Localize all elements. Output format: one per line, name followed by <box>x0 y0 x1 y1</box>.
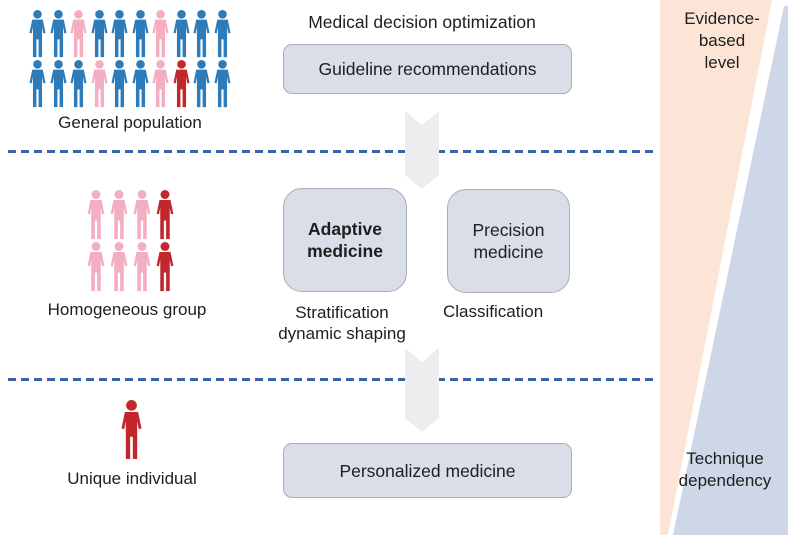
person-icon <box>131 60 149 108</box>
personalized-medicine-box: Personalized medicine <box>283 443 572 498</box>
people-row <box>86 242 175 292</box>
stratification-caption: Stratification dynamic shaping <box>278 303 406 343</box>
down-arrow-icon <box>405 111 439 189</box>
person-icon <box>111 60 128 108</box>
person-icon <box>90 10 108 58</box>
person-icon <box>110 190 128 240</box>
people-row <box>28 10 232 58</box>
unique-individual-label: Unique individual <box>67 469 197 488</box>
person-icon <box>156 190 174 240</box>
sidebar-wedges <box>660 0 788 535</box>
person-icon <box>29 10 46 58</box>
evidence-based-level-label: Evidence- based level <box>684 9 760 72</box>
person-icon <box>90 60 108 108</box>
person-icon <box>87 242 105 292</box>
technique-wedge <box>673 6 788 535</box>
people-row <box>120 400 143 460</box>
person-icon <box>49 60 67 108</box>
person-icon <box>133 190 151 240</box>
person-icon <box>49 10 67 58</box>
person-icon <box>111 10 128 58</box>
adaptive-medicine-box: Adaptive medicine <box>283 188 407 292</box>
person-icon <box>213 10 231 58</box>
person-icon <box>172 60 190 108</box>
person-icon <box>121 400 142 459</box>
unique-individual-icon <box>120 400 143 460</box>
people-row <box>28 60 232 108</box>
guideline-recommendations-box: Guideline recommendations <box>283 44 572 94</box>
person-icon <box>152 60 169 108</box>
person-icon <box>29 60 46 108</box>
person-icon <box>156 242 174 292</box>
person-icon <box>172 10 190 58</box>
person-icon <box>133 242 151 292</box>
person-icon <box>193 60 210 108</box>
classification-caption: Classification <box>443 302 544 321</box>
person-icon <box>193 10 210 58</box>
person-icon <box>110 242 128 292</box>
general-population-label: General population <box>58 113 202 132</box>
people-row <box>86 190 175 240</box>
person-icon <box>213 60 231 108</box>
evidence-wedge <box>660 0 772 535</box>
down-arrow-icon <box>405 348 439 432</box>
person-icon <box>87 190 105 240</box>
person-icon <box>131 10 149 58</box>
technique-dependency-label: Technique dependency <box>678 449 772 490</box>
general-population-icons <box>28 10 232 108</box>
separator-line-top <box>8 150 658 153</box>
separator-line-bottom <box>8 378 658 381</box>
person-icon <box>152 10 169 58</box>
precision-medicine-box: Precision medicine <box>447 189 570 293</box>
homogeneous-group-icons <box>86 190 175 292</box>
person-icon <box>70 60 87 108</box>
page-title: Medical decision optimization <box>308 12 536 32</box>
person-icon <box>70 10 87 58</box>
homogeneous-group-label: Homogeneous group <box>47 300 207 319</box>
